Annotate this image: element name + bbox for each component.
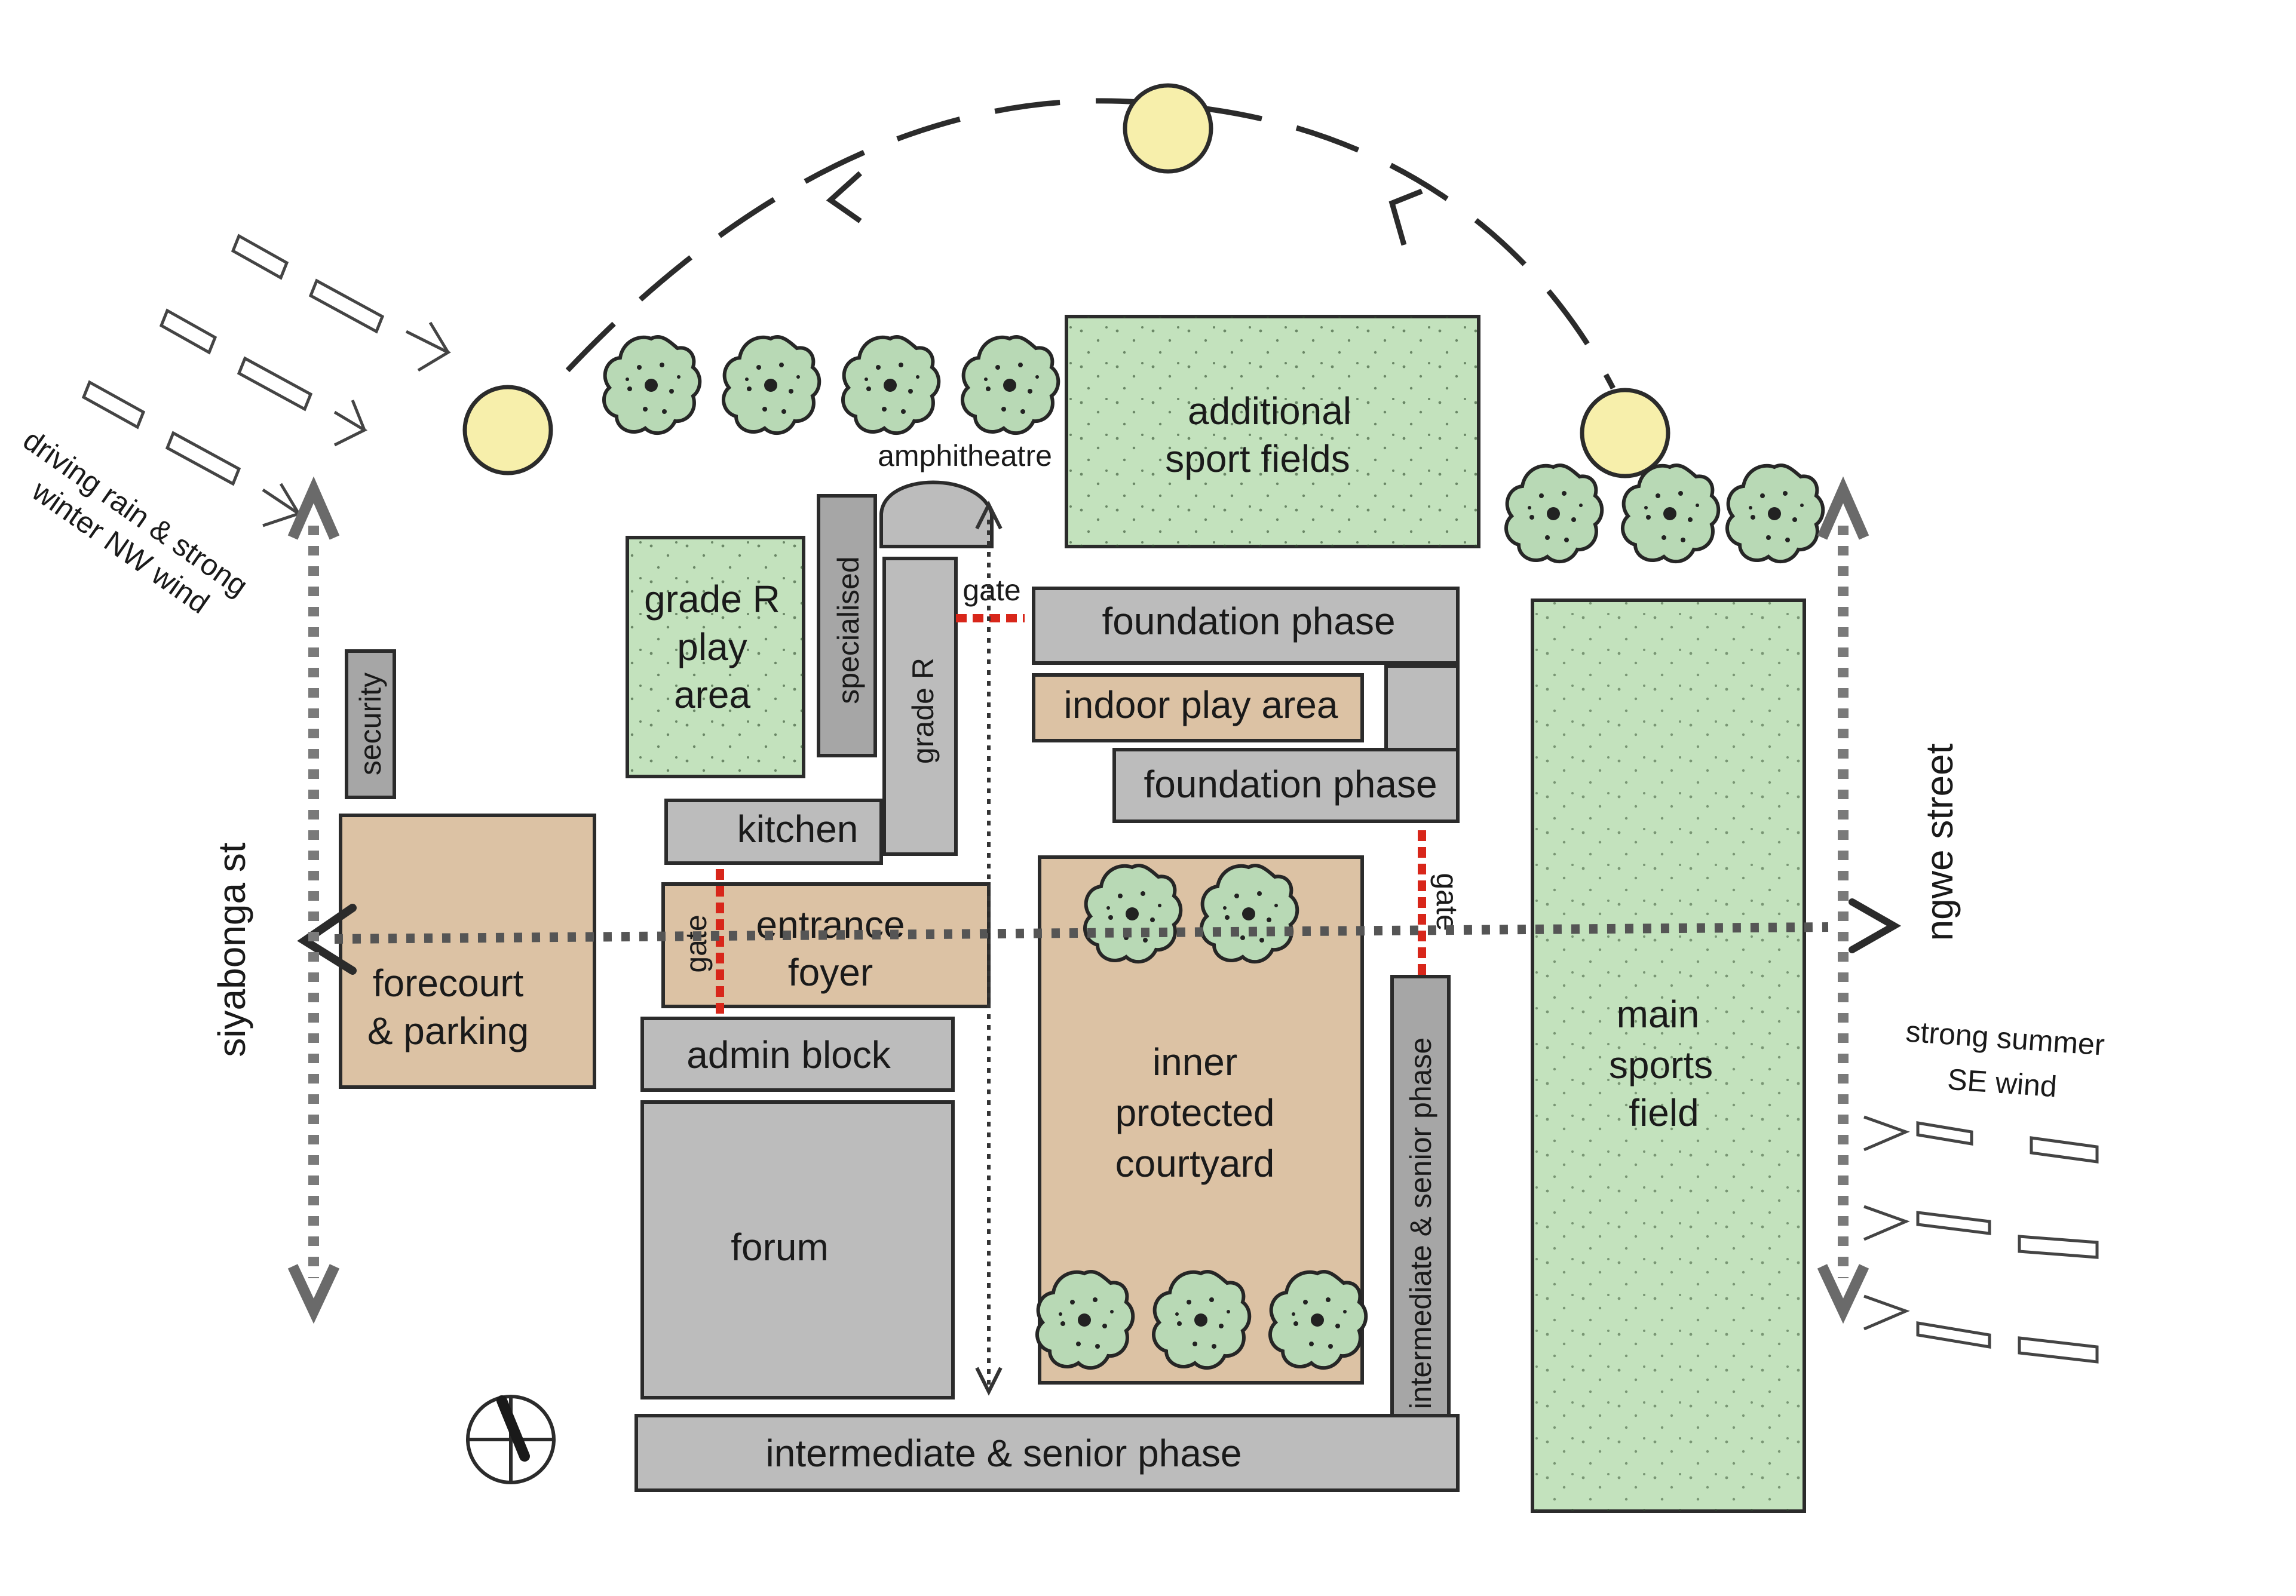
arrow xyxy=(975,1367,1003,1396)
security-label: security xyxy=(354,673,387,775)
se-wind-label: SE wind xyxy=(1946,1063,2058,1104)
entrance-foyer-label: foyer xyxy=(788,951,873,994)
gate-label: gate xyxy=(962,573,1020,607)
main-sports-field-label: main xyxy=(1617,993,1700,1036)
forum-label: forum xyxy=(731,1226,829,1269)
forum xyxy=(640,1100,955,1399)
siyabonga-street-label: siyabonga st xyxy=(210,842,253,1057)
field-texture xyxy=(1532,600,1804,1511)
kitchen-label: kitchen xyxy=(737,808,859,851)
amphitheatre-label: amphitheatre xyxy=(878,439,1052,472)
sun-icon xyxy=(1580,388,1670,478)
specialised-block xyxy=(817,494,877,757)
main-sports-field-label: sports xyxy=(1609,1043,1713,1086)
tree-icon xyxy=(1727,465,1823,561)
tree-icon xyxy=(604,337,700,433)
sun-path-arrowhead xyxy=(1388,188,1423,246)
street-arrow xyxy=(1817,1264,1869,1324)
wind-arrow-icon xyxy=(81,234,452,527)
axis-arrow-east xyxy=(1849,898,1902,953)
sun-icon xyxy=(462,385,553,475)
forecourt-parking xyxy=(339,814,596,1089)
tree-icon xyxy=(843,337,939,433)
street-arrow xyxy=(1817,476,1869,540)
forecourt-label: forecourt xyxy=(373,962,524,1005)
se-wind-label: strong summer xyxy=(1905,1014,2106,1061)
amphitheatre xyxy=(879,480,994,548)
field-texture xyxy=(1066,317,1479,547)
sun-path-arrowhead xyxy=(826,171,863,223)
sun-icon xyxy=(1123,83,1213,174)
wind-arrow-icon xyxy=(1863,1115,2099,1364)
foundation-phase-label: foundation phase xyxy=(1144,763,1437,806)
street-arrow xyxy=(287,476,340,540)
tree-icon xyxy=(724,337,819,433)
circulation-axis xyxy=(334,922,1829,944)
security-block xyxy=(345,649,396,799)
grade-r-label: grade R xyxy=(906,658,940,764)
intermediate-senior-phase-label: intermediate & senior phase xyxy=(1404,1038,1437,1410)
gate-label: gate xyxy=(1430,873,1464,931)
admin-block-label: admin block xyxy=(686,1033,891,1076)
grade-r-block xyxy=(882,557,958,856)
entrance-foyer-label: entrance xyxy=(756,903,905,946)
intermediate-senior-phase-horizontal xyxy=(634,1414,1460,1492)
arrow xyxy=(975,501,1003,530)
additional-sport-fields-label: sport fields xyxy=(1165,437,1350,480)
inner-courtyard-label: protected xyxy=(1115,1091,1275,1134)
grade-r-play-area-label: area xyxy=(674,673,751,716)
intermediate-senior-phase-label: intermediate & senior phase xyxy=(766,1432,1242,1475)
grade-r-play-area-label: play xyxy=(677,625,747,668)
tree-icon xyxy=(1623,465,1718,561)
ngwe-street-label: ngwe street xyxy=(1918,743,1961,941)
tree-icon xyxy=(962,337,1058,433)
grade-r-play-area-label: grade R xyxy=(644,578,780,621)
foundation-link xyxy=(1384,664,1460,751)
indoor-play-area-label: indoor play area xyxy=(1064,683,1338,726)
gate-label: gate xyxy=(679,914,713,972)
tree-icon xyxy=(1506,465,1602,561)
specialised-label: specialised xyxy=(832,556,865,704)
intermediate-senior-phase-vertical xyxy=(1390,975,1451,1474)
indoor-play-area xyxy=(1032,673,1364,742)
field-texture xyxy=(627,538,804,776)
foundation-phase-lower xyxy=(1112,748,1460,823)
foundation-phase-label: foundation phase xyxy=(1102,600,1395,643)
forecourt-label: & parking xyxy=(367,1009,529,1052)
inner-courtyard-label: courtyard xyxy=(1115,1142,1275,1185)
kitchen-block xyxy=(664,799,883,865)
admin-block xyxy=(640,1017,955,1092)
foundation-phase-top xyxy=(1032,587,1460,665)
north-arrow-icon xyxy=(466,1395,556,1484)
additional-sport-fields-label: additional xyxy=(1188,389,1351,432)
main-sports-field-label: field xyxy=(1629,1091,1699,1134)
inner-courtyard-label: inner xyxy=(1152,1041,1237,1084)
axis-arrow-west xyxy=(297,904,357,975)
street-arrow xyxy=(287,1264,340,1324)
